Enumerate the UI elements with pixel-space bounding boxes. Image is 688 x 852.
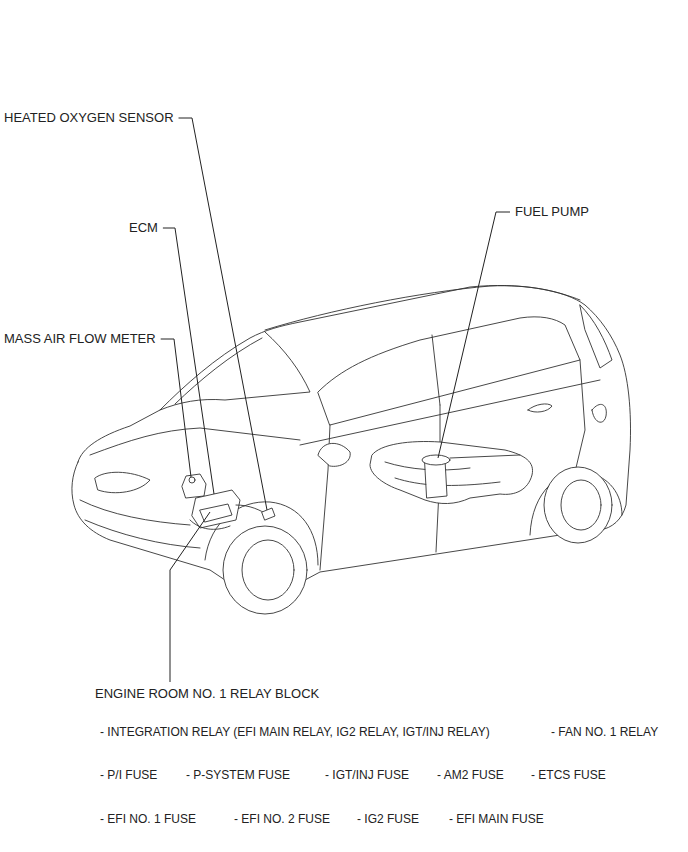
component-list-item: - IGT/INJ FUSE: [325, 767, 409, 783]
fuel-pump-flange: [422, 455, 450, 465]
roof-line: [265, 286, 580, 330]
belt-line: [300, 380, 600, 445]
rear-rim: [561, 480, 601, 530]
component-list-item: - ETCS FUSE: [531, 767, 606, 783]
rear-window: [580, 305, 612, 368]
leader-line: [179, 118, 267, 510]
air-flow-meter-cap: [189, 477, 195, 483]
car-body: [72, 286, 631, 589]
part-name: MASS AIR FLOW METER: [4, 331, 156, 347]
ecm-unit: [192, 490, 240, 528]
part-name: ENGINE ROOM NO. 1 RELAY BLOCK: [95, 686, 319, 702]
side-window: [318, 317, 580, 425]
component-list-item: - EFI MAIN FUSE: [449, 811, 544, 827]
bumper-line: [85, 520, 200, 548]
windshield-inner: [175, 338, 262, 404]
fuel-pump: [425, 460, 447, 498]
mirror: [318, 443, 350, 466]
leader-line: [438, 212, 510, 458]
rear-tire: [544, 467, 612, 543]
grille: [80, 500, 190, 525]
leader-line: [161, 339, 191, 477]
component-list-item: - EFI NO. 2 FUSE: [234, 811, 330, 827]
leader-line: [170, 512, 210, 682]
front-tire: [223, 526, 307, 614]
fuel-tank: [370, 442, 533, 504]
component-list-item: - P/I FUSE: [100, 767, 157, 783]
air-flow-meter: [182, 474, 206, 498]
hood-line: [90, 428, 300, 455]
leader-lines: [161, 118, 510, 682]
tail-lamp: [592, 404, 606, 422]
headlight: [95, 472, 150, 493]
part-name: HEATED OXYGEN SENSOR: [4, 110, 174, 126]
component-list-item: - IG2 FUSE: [357, 811, 419, 827]
door-handle: [528, 404, 552, 412]
part-name: ECM: [129, 220, 158, 236]
component-list-item: - EFI NO. 1 FUSE: [100, 811, 196, 827]
component-list-item: - P-SYSTEM FUSE: [186, 767, 290, 783]
b-pillar: [432, 335, 440, 405]
front-rim: [242, 540, 294, 600]
part-name: FUEL PUMP: [515, 204, 589, 220]
engine-harness: [190, 505, 268, 529]
component-list-item: - AM2 FUSE: [437, 767, 504, 783]
component-list-item: - INTEGRATION RELAY (EFI MAIN RELAY, IG2…: [100, 724, 490, 740]
oxygen-sensor: [262, 508, 275, 520]
fuel-line: [450, 455, 520, 458]
component-list-item: - FAN NO. 1 RELAY: [551, 724, 658, 740]
